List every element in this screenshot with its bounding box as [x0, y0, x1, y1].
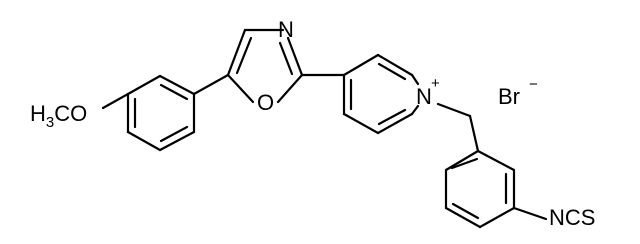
pyridinium-n-label: N	[416, 84, 432, 109]
bromide-charge: −	[529, 76, 538, 93]
n-ch2-bond	[436, 102, 472, 118]
oxazole-o-label: O	[257, 90, 274, 115]
isothiocyanatophenyl-ring	[444, 149, 516, 229]
bromide-label: Br	[498, 84, 520, 109]
phenyl-oxazole-bond	[192, 73, 230, 96]
methoxy-label: H3CO	[30, 101, 87, 131]
phenyl-ncs-bond	[512, 206, 548, 221]
oxazole-ring	[226, 28, 304, 104]
pyridinium-ring	[342, 53, 420, 135]
ncs-label: NCS	[549, 205, 595, 230]
methoxyphenyl-ring	[101, 74, 196, 152]
ch2-phenyl-bond	[468, 114, 480, 153]
oxazole-n-label: N	[278, 17, 294, 42]
pyridinium-charge: +	[431, 75, 440, 92]
